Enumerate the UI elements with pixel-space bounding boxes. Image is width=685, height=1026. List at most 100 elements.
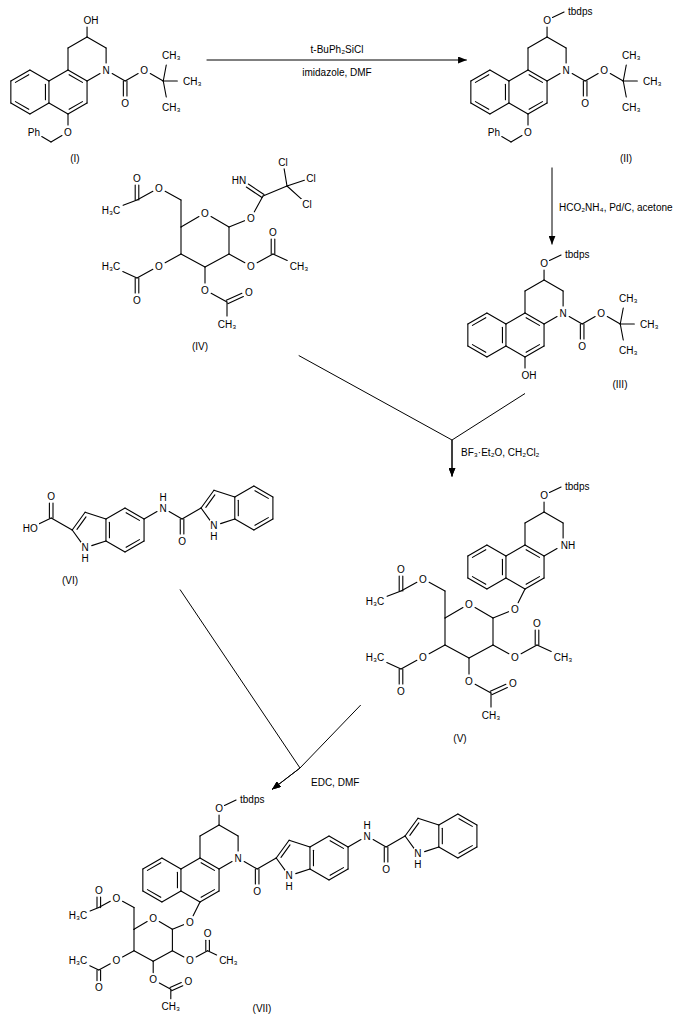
- bond-line: [180, 200, 181, 227]
- atom-label: CH₃: [642, 76, 663, 87]
- bond-line: [123, 81, 124, 96]
- atom-label: Ph: [487, 127, 501, 138]
- atom-label: O: [542, 15, 552, 26]
- bond-line: [444, 618, 445, 645]
- bond-line: [475, 684, 491, 693]
- bond-line: [439, 847, 458, 858]
- bond-line: [549, 487, 561, 492]
- bond-line: [226, 293, 242, 300]
- bond-line: [529, 102, 542, 110]
- bond-line: [224, 800, 236, 805]
- atom-label: O: [381, 864, 391, 875]
- atom-label: O: [539, 490, 549, 501]
- bond-line: [524, 291, 525, 313]
- bond-line: [67, 114, 68, 125]
- atom-label: CH₃: [618, 293, 639, 304]
- bond-line: [159, 983, 170, 989]
- bond-line: [526, 550, 539, 558]
- bond-line: [123, 951, 134, 957]
- bond-line: [229, 221, 245, 227]
- bond-line: [244, 862, 257, 870]
- atom-label: CH₃: [639, 319, 660, 330]
- bond-line: [509, 70, 528, 81]
- atom-label: HO: [22, 523, 39, 534]
- reagent-label: t-BuPh₂SiCl: [310, 44, 365, 55]
- atom-label: H N: [159, 492, 167, 514]
- bond-line: [254, 196, 263, 212]
- bond-line: [544, 270, 545, 280]
- bond-line: [172, 951, 183, 957]
- atom-label: O: [599, 65, 609, 76]
- atom-label: O: [510, 604, 520, 615]
- bond-line: [386, 836, 405, 847]
- atom-label: tbdps: [567, 6, 593, 17]
- bond-line: [402, 576, 403, 591]
- bond-line: [228, 297, 244, 304]
- atom-label: O: [203, 928, 213, 939]
- bond-line: [180, 869, 181, 891]
- bond-line: [281, 845, 290, 857]
- bond-line: [620, 308, 623, 324]
- bond-line: [219, 869, 220, 891]
- bond-line: [467, 556, 468, 578]
- bond-line: [429, 645, 445, 654]
- bond-line: [439, 814, 458, 825]
- bond-line: [459, 819, 472, 827]
- bond-line: [172, 925, 183, 930]
- atom-label: O: [510, 652, 520, 663]
- atom-label: H₃C: [365, 652, 386, 663]
- atom-label: O: [184, 976, 194, 987]
- reaction-arrow: [452, 394, 525, 477]
- bond-line: [39, 518, 51, 524]
- bond-line: [135, 185, 136, 200]
- bond-line: [106, 48, 107, 63]
- bond-line: [214, 490, 235, 497]
- bond-line: [69, 102, 82, 110]
- bond-line: [563, 523, 564, 538]
- bond-line: [273, 254, 287, 261]
- bond-line: [162, 891, 181, 902]
- bond-line: [255, 491, 268, 499]
- bond-line: [15, 102, 28, 110]
- bond-line: [487, 313, 506, 324]
- atom-label: O: [94, 885, 104, 896]
- bond-line: [401, 660, 417, 669]
- bond-line: [90, 966, 99, 970]
- atom-label: O: [246, 213, 256, 224]
- bond-line: [425, 847, 439, 852]
- atom-label: O: [112, 893, 122, 904]
- bond-line: [399, 669, 400, 684]
- bond-line: [475, 102, 488, 110]
- bond-line: [90, 908, 99, 911]
- atom-label: O: [532, 618, 542, 629]
- bond-line: [205, 254, 229, 267]
- atom-label: O: [418, 652, 428, 663]
- atom-label: O: [396, 564, 406, 575]
- atom-label: Ph: [27, 127, 41, 138]
- bond-line: [137, 269, 153, 278]
- bond-line: [87, 27, 88, 37]
- bond-line: [472, 318, 485, 326]
- reagent-label: imidazole, DMF: [301, 67, 372, 78]
- bond-line: [209, 940, 210, 951]
- bond-line: [49, 503, 50, 518]
- bond-line: [201, 863, 214, 871]
- bond-line: [445, 645, 469, 658]
- bond-line: [228, 227, 229, 254]
- bond-line: [144, 512, 157, 519]
- atom-label: HN: [231, 175, 247, 186]
- bond-line: [348, 840, 361, 847]
- atom-label: N: [233, 853, 242, 864]
- atom-label: N H: [210, 520, 218, 542]
- bond-line: [67, 48, 68, 70]
- bond-line: [238, 500, 239, 515]
- atom-label: O: [396, 686, 406, 697]
- bond-line: [147, 863, 160, 871]
- atom-label: O: [139, 65, 149, 76]
- bond-line: [373, 840, 386, 847]
- bond-line: [287, 180, 304, 186]
- bond-line: [49, 103, 68, 114]
- bond-line: [526, 577, 539, 585]
- bond-line: [211, 293, 227, 302]
